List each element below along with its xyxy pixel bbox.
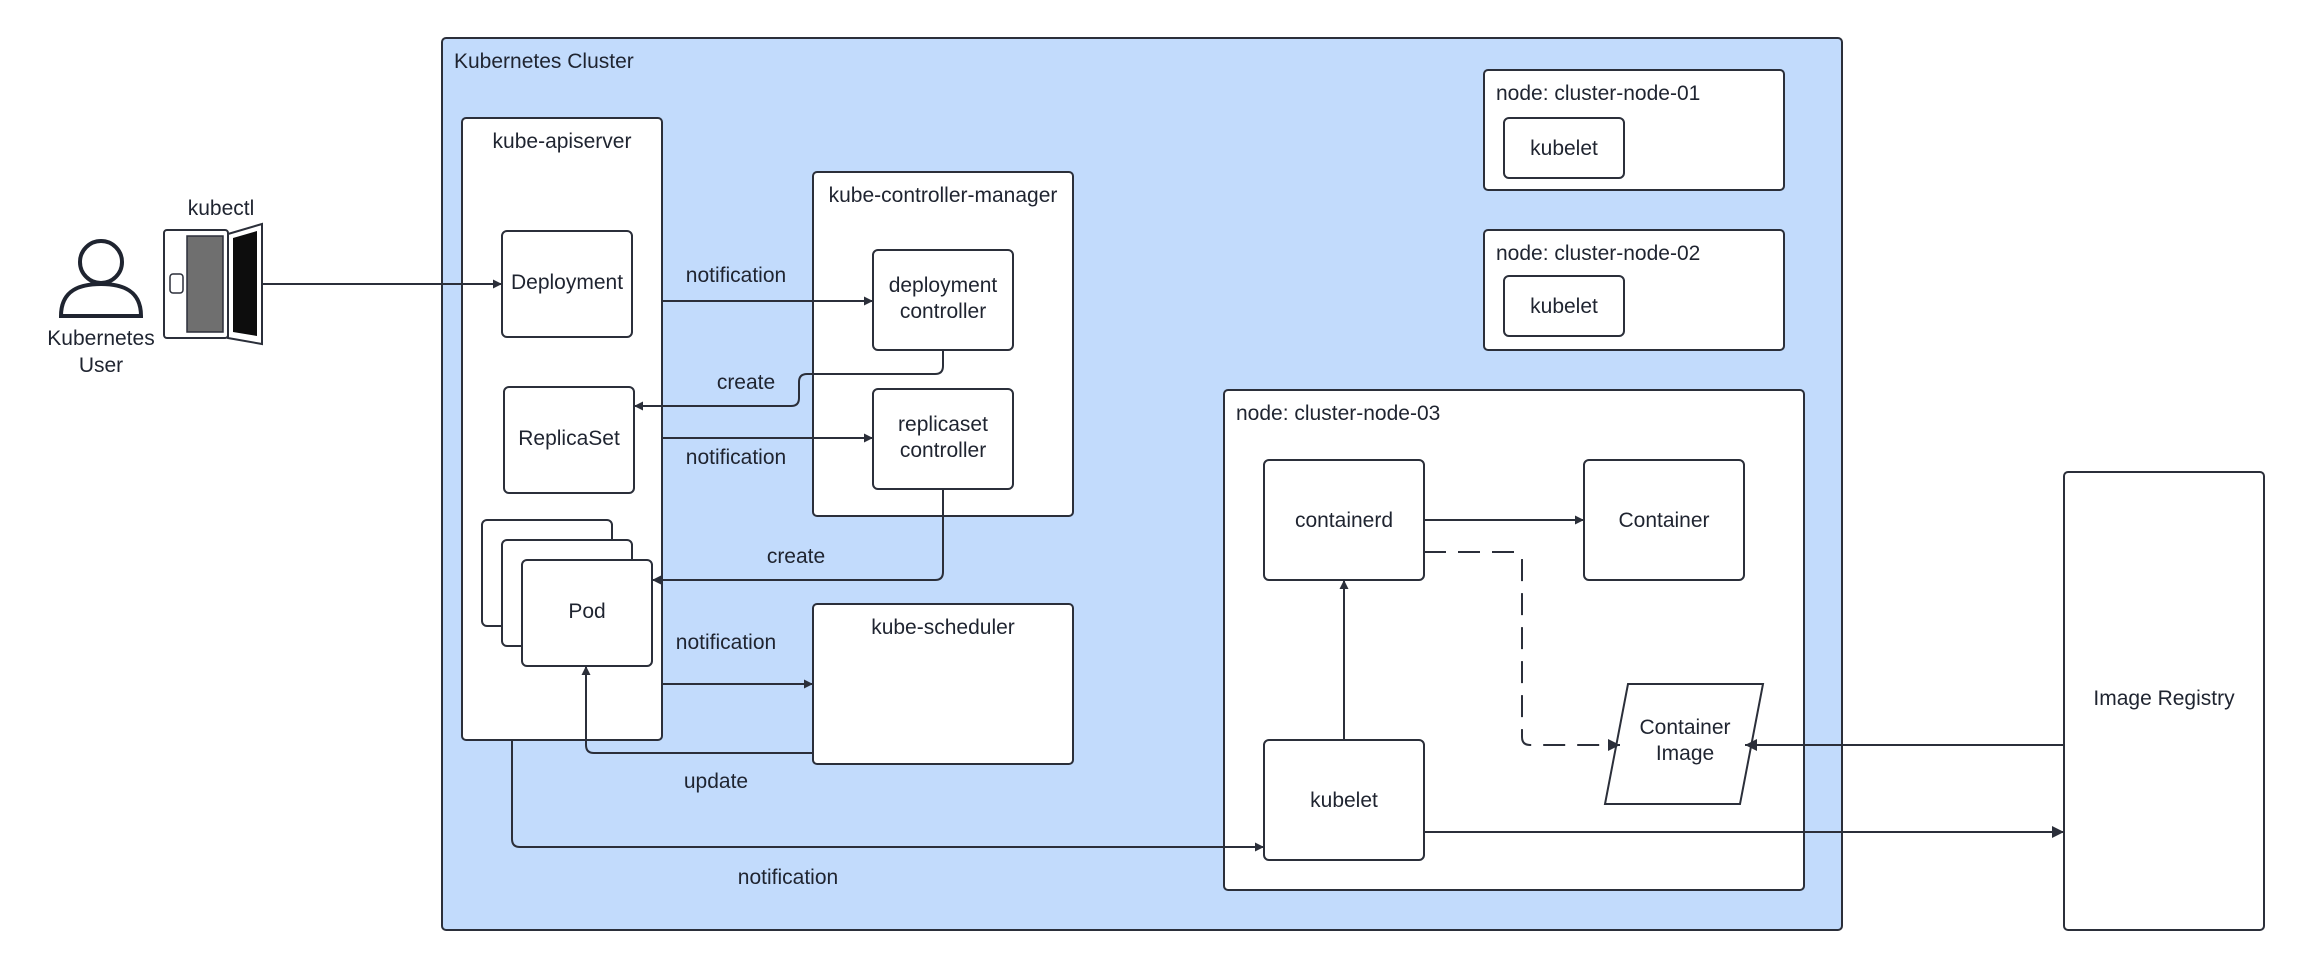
node-01-title: node: cluster-node-01	[1496, 82, 1700, 105]
image-registry-box	[2063, 471, 2265, 931]
deployment-label: Deployment	[511, 271, 623, 294]
node-03-title: node: cluster-node-03	[1236, 402, 1440, 425]
kubernetes-user: Kubernetes User	[47, 239, 155, 377]
label-create-replicaset: create	[717, 371, 775, 394]
replicaset-label: ReplicaSet	[518, 427, 620, 450]
label-update: update	[684, 770, 748, 793]
pod-label: Pod	[568, 600, 605, 623]
image-registry-label: Image Registry	[2093, 687, 2235, 710]
kube-apiserver-title: kube-apiserver	[493, 130, 632, 153]
replicaset-controller-label-line2: controller	[900, 439, 986, 462]
node-03-kubelet-label: kubelet	[1310, 789, 1378, 812]
containerd-label: containerd	[1295, 509, 1393, 532]
user-icon	[58, 239, 144, 318]
label-notification-scheduler: notification	[676, 631, 776, 654]
kubectl: kubectl	[163, 197, 263, 346]
edge-create-pod	[652, 489, 944, 585]
kube-controller-manager-title: kube-controller-manager	[829, 184, 1058, 207]
laptop-icon	[163, 222, 263, 346]
node-02-kubelet-box	[1503, 275, 1625, 337]
node-02-title: node: cluster-node-02	[1496, 242, 1700, 265]
deployment-controller-label-line2: controller	[900, 300, 986, 323]
node-01-kubelet-label: kubelet	[1530, 137, 1598, 160]
kubectl-label: kubectl	[188, 197, 255, 220]
cluster-title: Kubernetes Cluster	[454, 50, 634, 73]
edge-apiserver-notify-kubelet	[511, 740, 1264, 852]
replicaset-box	[503, 386, 635, 494]
container-image-shape	[1603, 683, 1765, 805]
node-02-kubelet-label: kubelet	[1530, 295, 1598, 318]
pod-stack: Pod	[481, 519, 653, 667]
user-label-line1: Kubernetes	[47, 327, 154, 350]
user-label-line2: User	[79, 354, 123, 377]
node-01-kubelet-box	[1503, 117, 1625, 179]
edge-create-replicaset	[634, 350, 944, 411]
edge-scheduler-update-pod	[581, 666, 813, 754]
label-create-pod: create	[767, 545, 825, 568]
edge-containerd-to-image-dashed	[1424, 551, 1620, 751]
label-notification-replicaset: notification	[686, 446, 786, 469]
deployment-controller-label-line1: deployment	[889, 274, 998, 297]
kube-scheduler-title: kube-scheduler	[871, 616, 1015, 639]
label-notification-kubelet: notification	[738, 866, 838, 889]
container-image-label-line2: Image	[1656, 742, 1714, 765]
container-label: Container	[1618, 509, 1709, 532]
replicaset-controller-label-line1: replicaset	[898, 413, 988, 436]
label-notification-deployment: notification	[686, 264, 786, 287]
container-image-label-line1: Container	[1639, 716, 1730, 739]
